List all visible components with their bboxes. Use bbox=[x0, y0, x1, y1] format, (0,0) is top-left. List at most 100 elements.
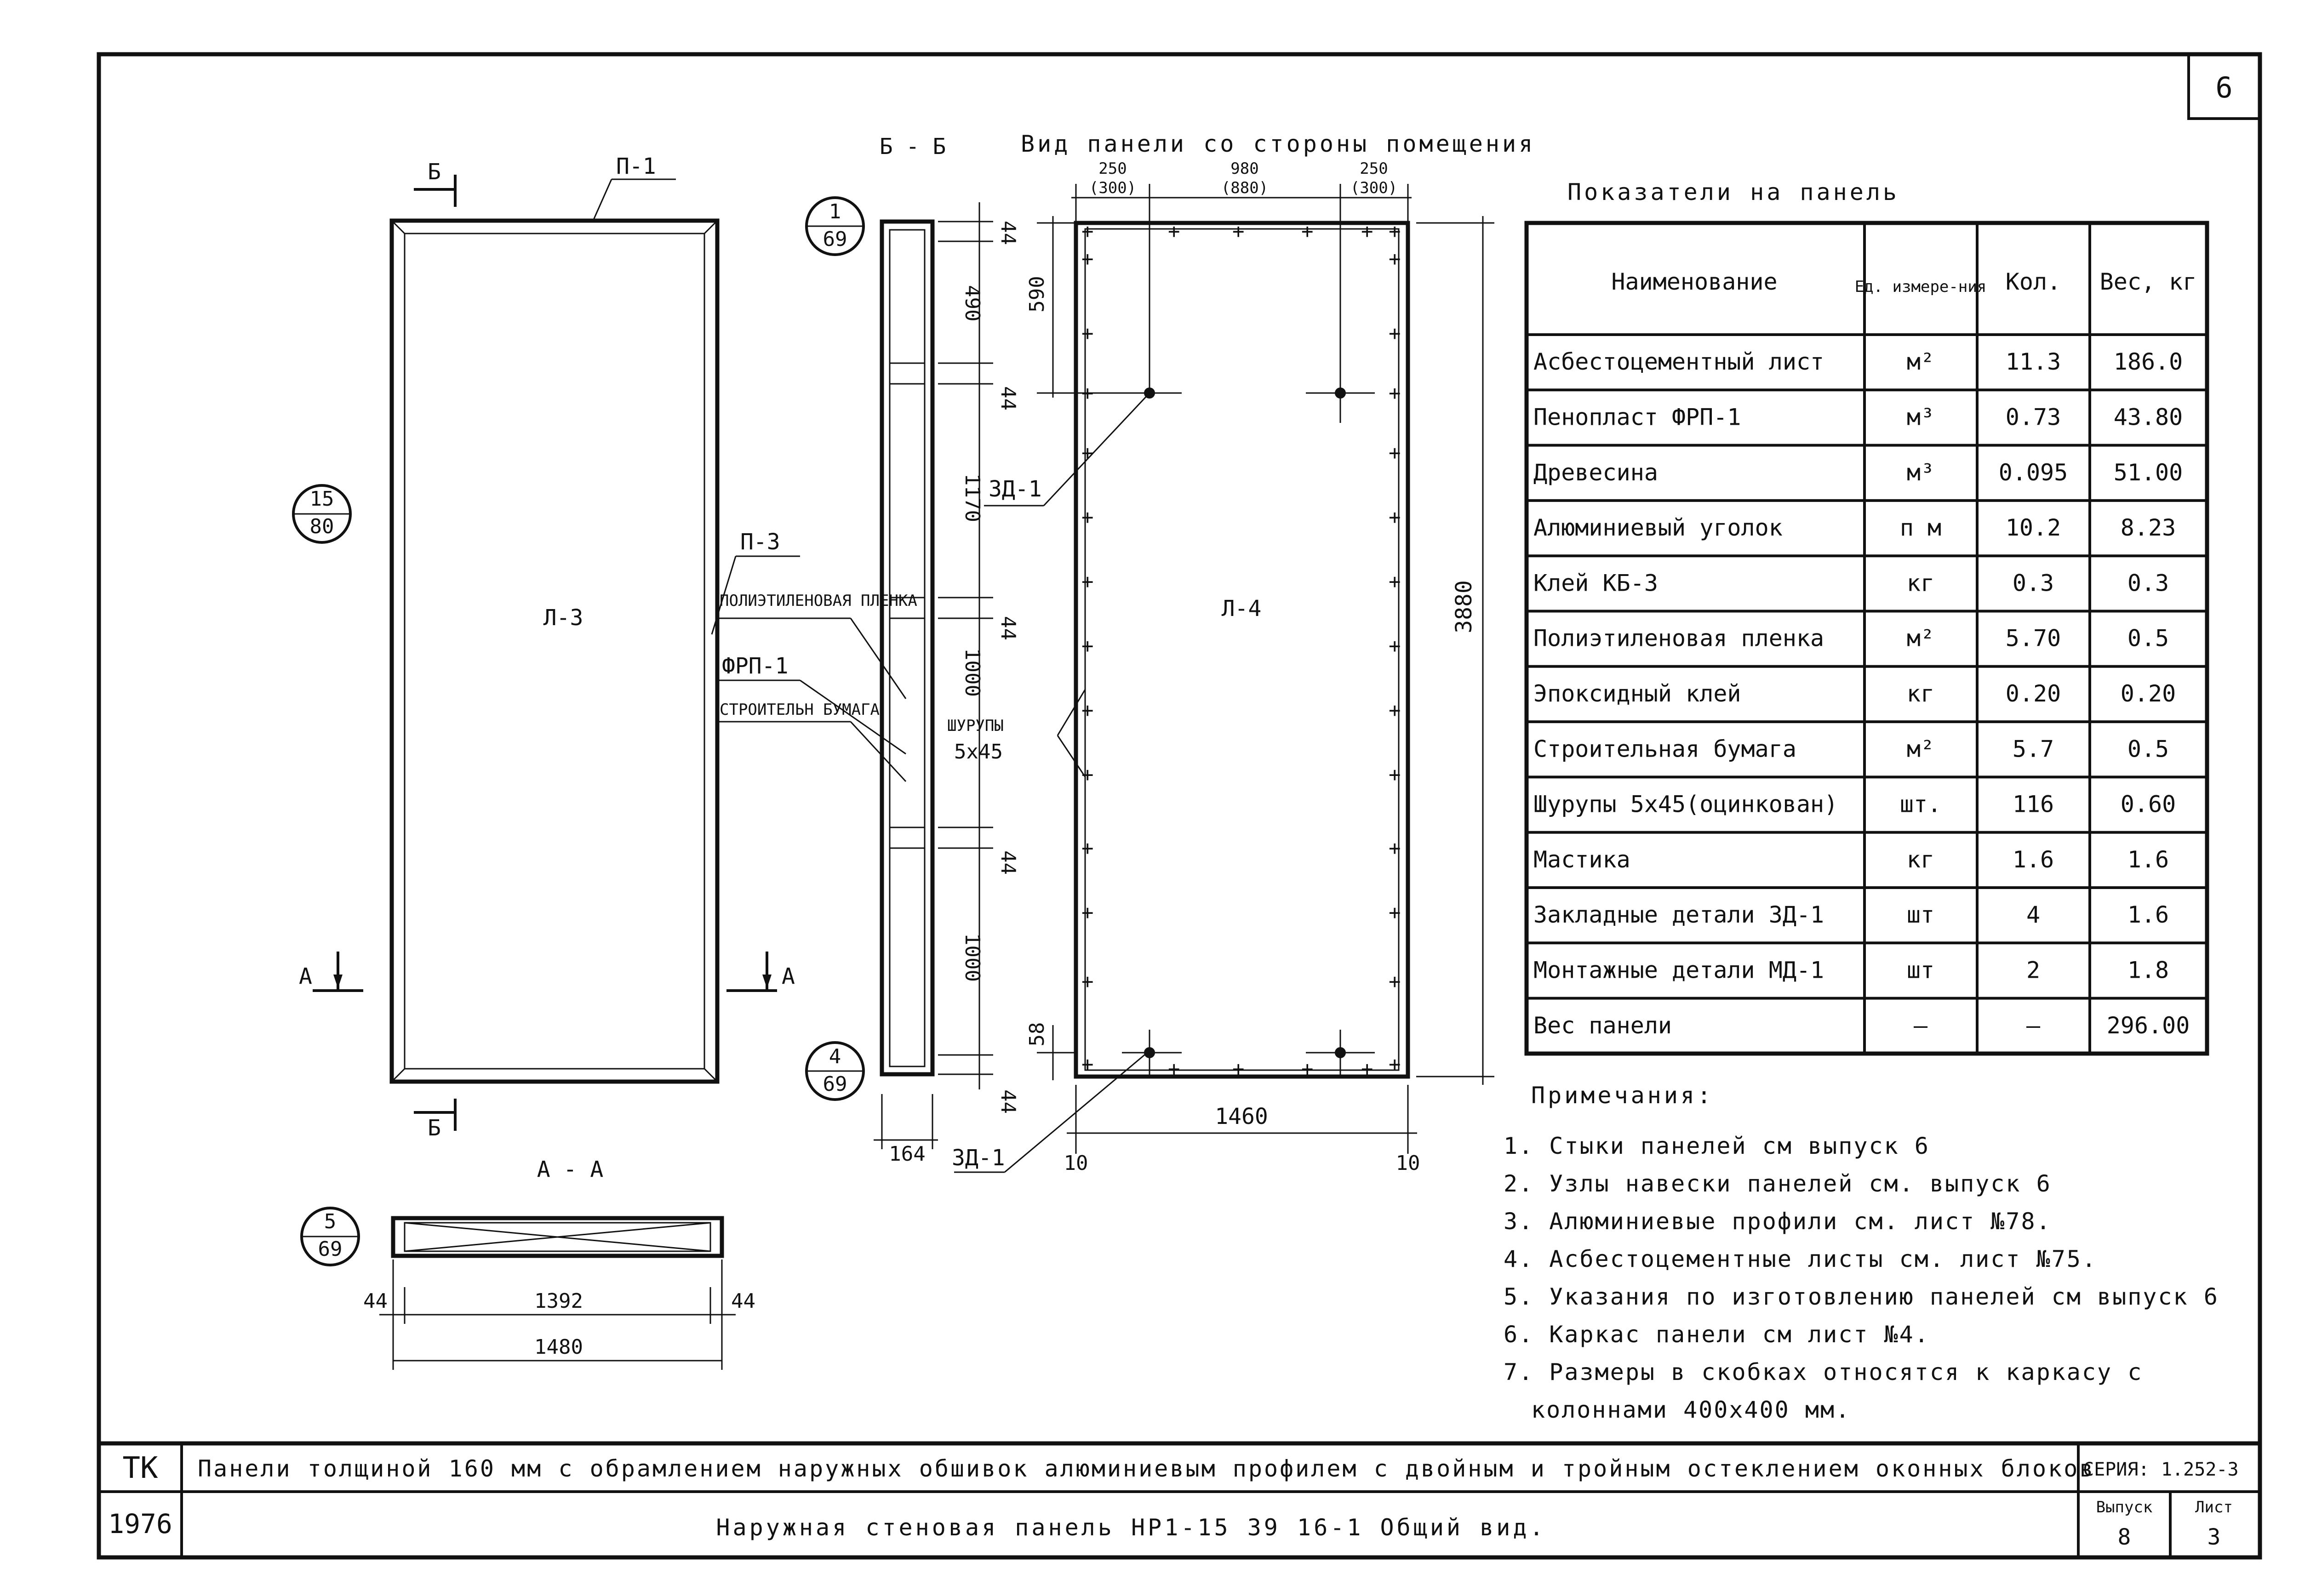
svg-text:+: + bbox=[1389, 220, 1401, 243]
tb-sheet-value: 3 bbox=[2207, 1524, 2221, 1550]
room-side-view: Вид панели со стороны помещения 250 (300… bbox=[947, 131, 1535, 1175]
title-block: ТК 1976 Панели толщиной 160 мм с обрамле… bbox=[99, 1441, 2260, 1557]
table-cell-qty: 11.3 bbox=[2006, 348, 2061, 375]
svg-text:+: + bbox=[1168, 220, 1180, 243]
table-cell-weight: 1.8 bbox=[2127, 957, 2169, 983]
edge-right: 10 bbox=[1396, 1151, 1420, 1175]
bb-dim-1: 44 bbox=[996, 221, 1020, 245]
bb-zd-label: ЗД-1 bbox=[952, 1145, 1005, 1171]
bb-dim-width: 164 bbox=[889, 1142, 925, 1166]
table-cell-unit: шт bbox=[1907, 957, 1934, 983]
top-dim-1-alt: (300) bbox=[1089, 179, 1136, 197]
note-item: 4. Асбестоцементные листы см. лист №75. bbox=[1504, 1246, 2097, 1272]
table-cell-weight: 1.6 bbox=[2127, 846, 2169, 873]
edge-left: 10 bbox=[1064, 1151, 1088, 1175]
notes: Примечания: 1. Стыки панелей см выпуск 6… bbox=[1504, 1082, 2218, 1423]
table-cell-name: Полиэтиленовая пленка bbox=[1533, 625, 1824, 652]
top-dim-3-main: 250 bbox=[1360, 160, 1388, 178]
section-aa: А - А 5 69 44 1392 44 1480 bbox=[300, 1157, 755, 1370]
aa-dim-center: 1392 bbox=[534, 1289, 583, 1313]
svg-text:+: + bbox=[1081, 506, 1094, 529]
svg-text:+: + bbox=[1389, 441, 1401, 465]
th-qty: Кол. bbox=[2006, 268, 2061, 295]
section-b-mark-bottom: Б bbox=[428, 1115, 441, 1141]
screws-label-1: ШУРУПЫ bbox=[947, 717, 1004, 735]
table-cell-unit: кг bbox=[1907, 680, 1934, 707]
table-cell-name: Клей КБ-3 bbox=[1533, 570, 1658, 596]
table-cell-name: Шурупы 5х45(оцинкован) bbox=[1533, 791, 1838, 818]
layer-label-frp1: ФРП-1 bbox=[722, 653, 789, 679]
table-cell-name: Эпоксидный клей bbox=[1533, 680, 1741, 707]
circle-ref-1-69: 1 69 bbox=[805, 196, 865, 256]
bb-dim-6: 1000 bbox=[961, 648, 984, 697]
table-cell-unit: м² bbox=[1907, 625, 1934, 652]
bb-dim-4: 1170 bbox=[961, 473, 984, 522]
svg-text:+: + bbox=[1361, 1057, 1373, 1081]
svg-text:+: + bbox=[1081, 634, 1094, 658]
table-cell-qty: 0.73 bbox=[2006, 404, 2061, 430]
bb-dim-8: 1000 bbox=[961, 933, 984, 982]
svg-text:+: + bbox=[1389, 970, 1401, 993]
sheet-number-box: 6 bbox=[2187, 53, 2261, 120]
dim-width: 1460 bbox=[1215, 1104, 1268, 1129]
table-cell-unit: м² bbox=[1907, 348, 1934, 375]
room-view-title: Вид панели со стороны помещения bbox=[1021, 131, 1535, 157]
table-cell-name: Монтажные детали МД-1 bbox=[1533, 957, 1824, 983]
svg-text:+: + bbox=[1081, 699, 1094, 722]
svg-text:+: + bbox=[1389, 634, 1401, 658]
table-cell-name: Пенопласт ФРП-1 bbox=[1533, 404, 1741, 430]
room-zd-label: ЗД-1 bbox=[989, 476, 1042, 502]
svg-text:+: + bbox=[1301, 1057, 1314, 1081]
note-item: 3. Алюминиевые профили см. лист №78. bbox=[1504, 1208, 2052, 1235]
table-cell-weight: 0.5 bbox=[2127, 625, 2169, 652]
tb-subtitle: Наружная стеновая панель НР1-15 39 16-1 … bbox=[716, 1514, 1546, 1541]
section-aa-title: А - А bbox=[537, 1157, 604, 1182]
room-panel-label: Л-4 bbox=[1222, 596, 1262, 621]
tb-sheet-label: Лист bbox=[2195, 1498, 2233, 1516]
table-cell-weight: 186.0 bbox=[2114, 348, 2183, 375]
tb-series-value: 1.252-3 bbox=[2161, 1459, 2239, 1480]
svg-text:+: + bbox=[1389, 1053, 1401, 1076]
section-a-left: А bbox=[299, 963, 312, 989]
top-dim-2-alt: (880) bbox=[1221, 179, 1268, 197]
table-cell-name: Мастика bbox=[1533, 846, 1630, 873]
section-b-mark-top: Б bbox=[428, 159, 441, 185]
table-cell-qty: 0.3 bbox=[2013, 570, 2054, 596]
svg-text:+: + bbox=[1389, 382, 1401, 405]
top-dim-1-main: 250 bbox=[1098, 160, 1127, 178]
th-unit: Ед. измере-ния bbox=[1855, 278, 1987, 296]
table-cell-unit: кг bbox=[1907, 570, 1934, 596]
table-cell-weight: 0.3 bbox=[2127, 570, 2169, 596]
table-cell-name: Алюминиевый уголок bbox=[1533, 514, 1783, 541]
table-cell-weight: 296.00 bbox=[2107, 1012, 2190, 1039]
note-item: 2. Узлы навески панелей см. выпуск 6 bbox=[1504, 1170, 2052, 1197]
screw-marks: ++++ ++++ ++++ ++ ++++ ++++ ++++ ++ ++++… bbox=[1081, 220, 1401, 1081]
table-cell-name: Вес панели bbox=[1533, 1012, 1672, 1039]
bb-dim-3: 44 bbox=[996, 386, 1020, 410]
tb-code: ТК bbox=[122, 1451, 158, 1485]
table-cell-weight: 0.5 bbox=[2127, 735, 2169, 762]
svg-text:1: 1 bbox=[829, 200, 841, 223]
table-rows: Асбестоцементный лист м² 11.3 186.0Пеноплас… bbox=[1527, 348, 2207, 1039]
front-view: Л-3 Б Б П-1 П-3 15 80 А А bbox=[292, 154, 800, 1141]
svg-text:+: + bbox=[1389, 570, 1401, 593]
svg-text:+: + bbox=[1081, 322, 1094, 345]
note-item: колоннами 400х400 мм. bbox=[1531, 1396, 1851, 1423]
svg-text:+: + bbox=[1081, 901, 1094, 924]
table-cell-unit: м² bbox=[1907, 735, 1934, 762]
tb-year: 1976 bbox=[108, 1508, 172, 1539]
dim-58: 58 bbox=[1025, 1022, 1049, 1047]
table-cell-name: Асбестоцементный лист bbox=[1533, 348, 1824, 375]
svg-text:+: + bbox=[1081, 382, 1094, 405]
tb-series-label: СЕРИЯ: bbox=[2083, 1459, 2150, 1480]
tb-main-title: Панели толщиной 160 мм с обрамлением нар… bbox=[198, 1455, 2095, 1482]
dim-height: 3880 bbox=[1451, 580, 1477, 633]
circle-ref-5-69: 5 69 bbox=[300, 1207, 360, 1266]
note-item: 7. Размеры в скобках относятся к каркасу… bbox=[1504, 1359, 2143, 1385]
indicators-table: Показатели на панель Наименование Ед. из… bbox=[1524, 179, 2209, 1056]
table-cell-unit: кг bbox=[1907, 846, 1934, 873]
table-cell-qty: 2 bbox=[2026, 957, 2040, 983]
th-name: Наименование bbox=[1611, 268, 1777, 295]
section-a-right: А bbox=[782, 963, 795, 989]
layer-label-paper: СТРОИТЕЛЬН БУМАГА bbox=[720, 701, 880, 719]
